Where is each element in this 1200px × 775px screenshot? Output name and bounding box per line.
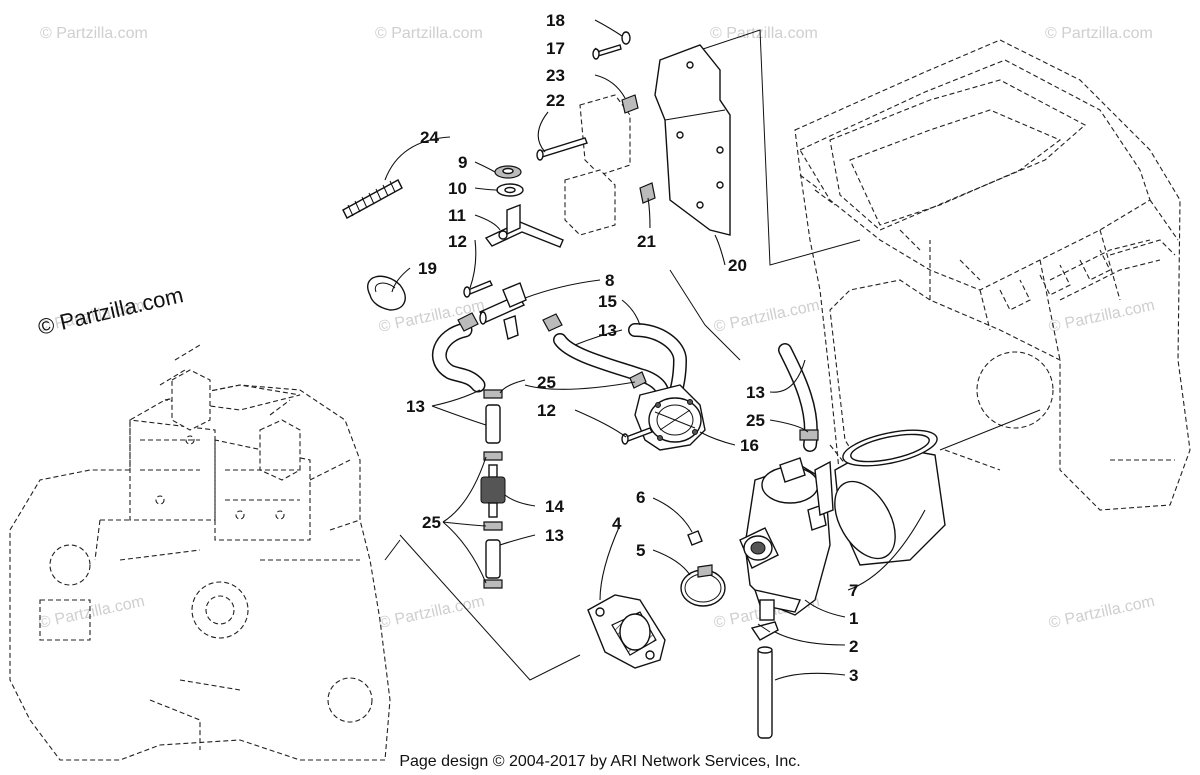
watermark: © Partzilla.com — [375, 25, 483, 42]
cap-part-6 — [687, 530, 703, 546]
brand-watermark: © Partzilla.com — [36, 282, 186, 340]
footer-credit: Page design © 2004-2017 by ARI Network S… — [399, 753, 800, 770]
callout-10: 10 — [448, 179, 467, 198]
callout-25b: 25 — [746, 411, 765, 430]
callout-22: 22 — [546, 91, 565, 110]
clip-part-2 — [750, 621, 779, 641]
watermark: © Partzilla.com — [37, 593, 146, 632]
callout-4: 4 — [612, 514, 622, 533]
airbox — [794, 39, 1191, 511]
intake-flange-part-4 — [587, 594, 666, 669]
watermark: © Partzilla.com — [1047, 297, 1156, 336]
connector-lines — [384, 29, 1041, 681]
nut-part-9 — [494, 165, 522, 179]
callout-2: 2 — [849, 637, 858, 656]
carburetor-part-1 — [739, 457, 834, 621]
callout-13b: 13 — [598, 321, 617, 340]
regulator-part-22 — [536, 94, 631, 236]
bracket-part-11 — [484, 203, 564, 248]
callout-12b: 12 — [537, 401, 556, 420]
callout-18: 18 — [546, 11, 565, 30]
drain-tube-part-3 — [757, 646, 773, 739]
callout-8: 8 — [605, 271, 614, 290]
callout-19: 19 — [418, 259, 437, 278]
callout-17: 17 — [546, 39, 565, 58]
spacer-part-23 — [621, 94, 639, 114]
washer-part-10 — [496, 183, 524, 197]
clamp-part-19 — [367, 275, 406, 311]
callout-3: 3 — [849, 666, 858, 685]
callout-21: 21 — [637, 232, 656, 251]
hose-part-13 — [431, 322, 486, 393]
screw-part-12b — [621, 427, 653, 445]
callout-11: 11 — [448, 206, 466, 225]
watermark: © Partzilla.com — [1047, 593, 1156, 632]
spacer-part-21 — [639, 182, 656, 204]
callout-25c: 25 — [422, 513, 441, 532]
callout-25a: 25 — [537, 373, 556, 392]
spring-part-24 — [342, 179, 403, 219]
callout-5: 5 — [636, 541, 645, 560]
callout-9: 9 — [458, 153, 467, 172]
watermark: © Partzilla.com — [710, 25, 818, 42]
screw-part-12 — [463, 280, 493, 298]
callout-24: 24 — [420, 128, 439, 147]
watermark: © Partzilla.com — [1045, 25, 1153, 42]
fitting-part-8 — [478, 282, 527, 340]
watermark: © Partzilla.com — [712, 297, 821, 336]
callout-6: 6 — [636, 488, 645, 507]
callout-labels: 1 2 3 4 5 6 7 8 9 10 11 12 12 13 13 13 1… — [406, 11, 858, 685]
clamp-band-part-5 — [680, 564, 726, 607]
callout-13d: 13 — [545, 526, 564, 545]
callout-15: 15 — [598, 292, 617, 311]
callout-14: 14 — [545, 497, 564, 516]
callout-13c: 13 — [746, 383, 765, 402]
intake-boot-part-7 — [834, 429, 946, 566]
fuel-pump-part-16 — [634, 384, 706, 451]
callout-16: 16 — [740, 436, 759, 455]
hose-part-13d — [485, 404, 501, 579]
washer-part-18 — [621, 31, 631, 45]
hose-part-13b — [553, 333, 670, 407]
bolt-part-17 — [592, 44, 622, 60]
callout-13a: 13 — [406, 397, 425, 416]
callout-23: 23 — [546, 66, 565, 85]
callout-20: 20 — [728, 256, 747, 275]
callout-12: 12 — [448, 232, 467, 251]
callout-1: 1 — [849, 609, 858, 628]
callout-leaders — [384, 19, 926, 681]
clamps-part-25 — [457, 312, 819, 589]
callout-7: 7 — [849, 581, 858, 600]
engine — [9, 344, 391, 761]
bracket-plate-part-20 — [654, 44, 731, 236]
fuel-filter-part-14 — [480, 464, 506, 518]
watermark: © Partzilla.com — [40, 25, 148, 42]
